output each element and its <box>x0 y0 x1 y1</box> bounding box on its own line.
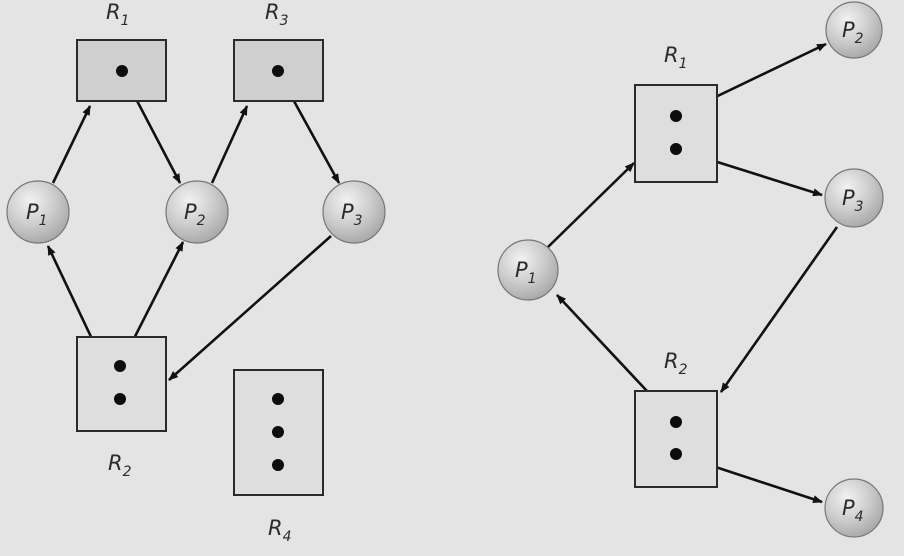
right-graph: R1 R2 P1 P2 P3 P4 <box>497 1 884 538</box>
edge-left-p3-r2 <box>168 235 332 381</box>
label-right-p3-sub: 3 <box>855 199 864 215</box>
left-resource-r3: R3 <box>233 0 324 102</box>
svg-text:P3: P3 <box>842 186 864 215</box>
left-process-p1: P1 <box>6 180 70 244</box>
label-left-r3-sub: 3 <box>280 13 289 29</box>
label-right-p2-sub: 2 <box>855 31 864 47</box>
instance-dot <box>670 110 682 122</box>
label-right-p2-name: P <box>842 18 855 42</box>
right-resource-r1: R1 <box>634 43 718 183</box>
label-left-p3-sub: 3 <box>354 213 363 229</box>
left-process-p2: P2 <box>165 180 229 244</box>
right-process-p4: P4 <box>824 478 884 538</box>
svg-text:R2: R2 <box>664 349 688 378</box>
svg-text:R1: R1 <box>106 0 130 29</box>
label-left-r1-sub: 1 <box>121 13 130 29</box>
label-right-p1-name: P <box>515 258 528 282</box>
svg-text:R1: R1 <box>664 43 688 72</box>
right-resource-r2: R2 <box>634 349 718 488</box>
instance-dot <box>272 393 284 405</box>
label-left-r3-name: R <box>265 0 280 24</box>
label-right-p4-sub: 4 <box>855 509 864 525</box>
edge-left-p2-r3 <box>210 105 249 184</box>
label-right-r2-sub: 2 <box>679 362 688 378</box>
label-right-p1-sub: 1 <box>528 271 537 287</box>
label-right-p3-name: P <box>842 186 855 210</box>
label-left-p2-sub: 2 <box>197 213 206 229</box>
right-process-p3: P3 <box>824 168 884 228</box>
label-right-r2-name: R <box>664 349 679 373</box>
instance-dot <box>670 416 682 428</box>
left-resource-r4: R4 <box>233 369 324 545</box>
instance-dot <box>116 65 128 77</box>
instance-dot <box>272 459 284 471</box>
svg-text:R3: R3 <box>265 0 289 29</box>
left-process-p3: P3 <box>322 180 386 244</box>
instance-dot <box>114 393 126 405</box>
label-left-r4-sub: 4 <box>283 529 292 545</box>
left-graph: R1 R3 R2 R4 P1 P2 <box>6 0 386 545</box>
instance-dot <box>670 143 682 155</box>
label-right-r1-name: R <box>664 43 679 67</box>
right-process-p1: P1 <box>497 239 559 301</box>
left-resource-r1: R1 <box>76 0 167 102</box>
label-left-p3-name: P <box>341 200 354 224</box>
svg-text:P1: P1 <box>515 258 537 287</box>
instance-dot <box>272 426 284 438</box>
svg-text:P4: P4 <box>842 496 864 525</box>
label-right-p4-name: P <box>842 496 855 520</box>
edge-left-p1-r1 <box>51 105 92 184</box>
label-left-r2-name: R <box>108 451 123 475</box>
edge-right-p3-r2 <box>719 226 839 393</box>
svg-text:P3: P3 <box>341 200 363 229</box>
edge-right-p1-r1 <box>547 162 635 248</box>
svg-text:P1: P1 <box>26 200 48 229</box>
svg-text:R2: R2 <box>108 451 132 480</box>
label-left-r2-sub: 2 <box>123 464 132 480</box>
instance-dot <box>670 448 682 460</box>
label-left-p2-name: P <box>184 200 197 224</box>
label-left-r1-name: R <box>106 0 121 24</box>
label-right-r1-sub: 1 <box>679 56 688 72</box>
left-resource-r2: R2 <box>76 336 167 480</box>
right-process-p2: P2 <box>825 1 883 59</box>
label-left-p1-name: P <box>26 200 39 224</box>
label-left-p1-sub: 1 <box>39 213 48 229</box>
label-left-r4-name: R <box>268 516 283 540</box>
svg-text:R4: R4 <box>268 516 292 545</box>
instance-dot <box>272 65 284 77</box>
instance-dot <box>114 360 126 372</box>
svg-text:P2: P2 <box>842 18 864 47</box>
svg-text:P2: P2 <box>184 200 206 229</box>
